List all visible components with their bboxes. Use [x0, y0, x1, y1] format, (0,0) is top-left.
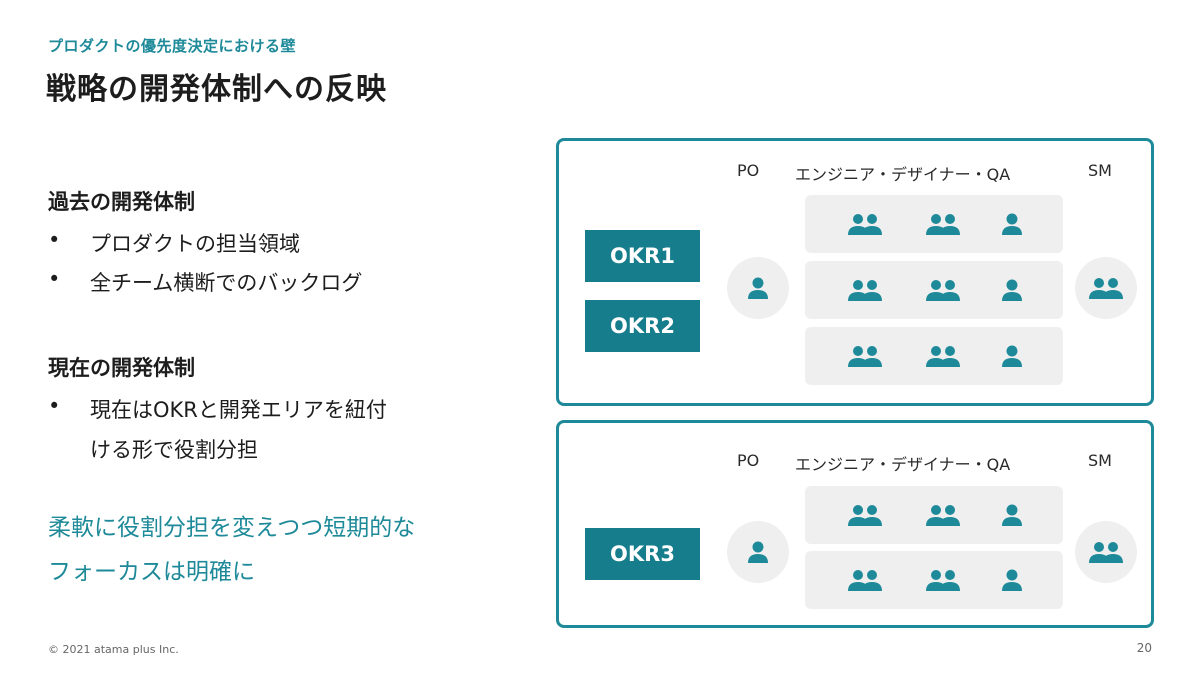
people-icon [925, 568, 961, 592]
copyright-text: © 2021 atama plus Inc. [48, 643, 179, 656]
people-icon [847, 503, 883, 527]
emphasis-line-2: フォーカスは明確に [48, 559, 255, 585]
past-structure-heading: 過去の開発体制 [48, 190, 195, 214]
team-panel-2: PO エンジニア・デザイナー・QA SM OKR3 [556, 420, 1154, 628]
person-icon [1001, 568, 1023, 592]
col-label-sm: SM [1088, 451, 1112, 470]
sm-avatar [1075, 521, 1137, 583]
people-icon [1088, 276, 1124, 300]
people-icon [925, 278, 961, 302]
slide-subtitle: プロダクトの優先度決定における壁 [48, 37, 297, 55]
team-row [805, 486, 1063, 544]
people-icon [1088, 540, 1124, 564]
person-icon [1001, 212, 1023, 236]
person-icon [747, 540, 769, 564]
col-label-engineers: エンジニア・デザイナー・QA [795, 455, 1011, 474]
team-row [805, 261, 1063, 319]
past-bullet-1-text: プロダクトの担当領域 [90, 232, 300, 256]
col-label-sm: SM [1088, 161, 1112, 180]
col-label-po: PO [737, 161, 760, 180]
team-row [805, 551, 1063, 609]
team-row [805, 195, 1063, 253]
current-bullet-1-text: 現在はOKRと開発エリアを紐付 [90, 398, 387, 422]
po-avatar [727, 521, 789, 583]
bullet-dot: • [48, 394, 61, 418]
page-number: 20 [1136, 641, 1152, 655]
person-icon [1001, 503, 1023, 527]
past-bullet-2: • 全チーム横断でのバックログ [48, 267, 362, 297]
current-bullet-1-continued: ける形で役割分担 [90, 438, 258, 462]
okr-badge-3: OKR3 [585, 528, 700, 580]
people-icon [847, 344, 883, 368]
people-icon [847, 568, 883, 592]
sm-avatar [1075, 257, 1137, 319]
person-icon [1001, 278, 1023, 302]
people-icon [847, 278, 883, 302]
past-bullet-2-text: 全チーム横断でのバックログ [90, 271, 363, 295]
current-structure-heading: 現在の開発体制 [48, 356, 195, 380]
col-label-po: PO [737, 451, 760, 470]
people-icon [925, 503, 961, 527]
po-avatar [727, 257, 789, 319]
people-icon [847, 212, 883, 236]
person-icon [1001, 344, 1023, 368]
past-bullet-1: • プロダクトの担当領域 [48, 228, 300, 258]
emphasis-line-1: 柔軟に役割分担を変えつつ短期的な [48, 515, 416, 541]
current-bullet-1: • 現在はOKRと開発エリアを紐付 [48, 394, 387, 424]
team-panel-1: PO エンジニア・デザイナー・QA SM OKR1 OKR2 [556, 138, 1154, 406]
team-row [805, 327, 1063, 385]
okr-badge-2: OKR2 [585, 300, 700, 352]
person-icon [747, 276, 769, 300]
people-icon [925, 344, 961, 368]
people-icon [925, 212, 961, 236]
bullet-dot: • [48, 267, 61, 291]
slide-title: 戦略の開発体制への反映 [46, 72, 387, 107]
col-label-engineers: エンジニア・デザイナー・QA [795, 165, 1011, 184]
bullet-dot: • [48, 228, 61, 252]
okr-badge-1: OKR1 [585, 230, 700, 282]
